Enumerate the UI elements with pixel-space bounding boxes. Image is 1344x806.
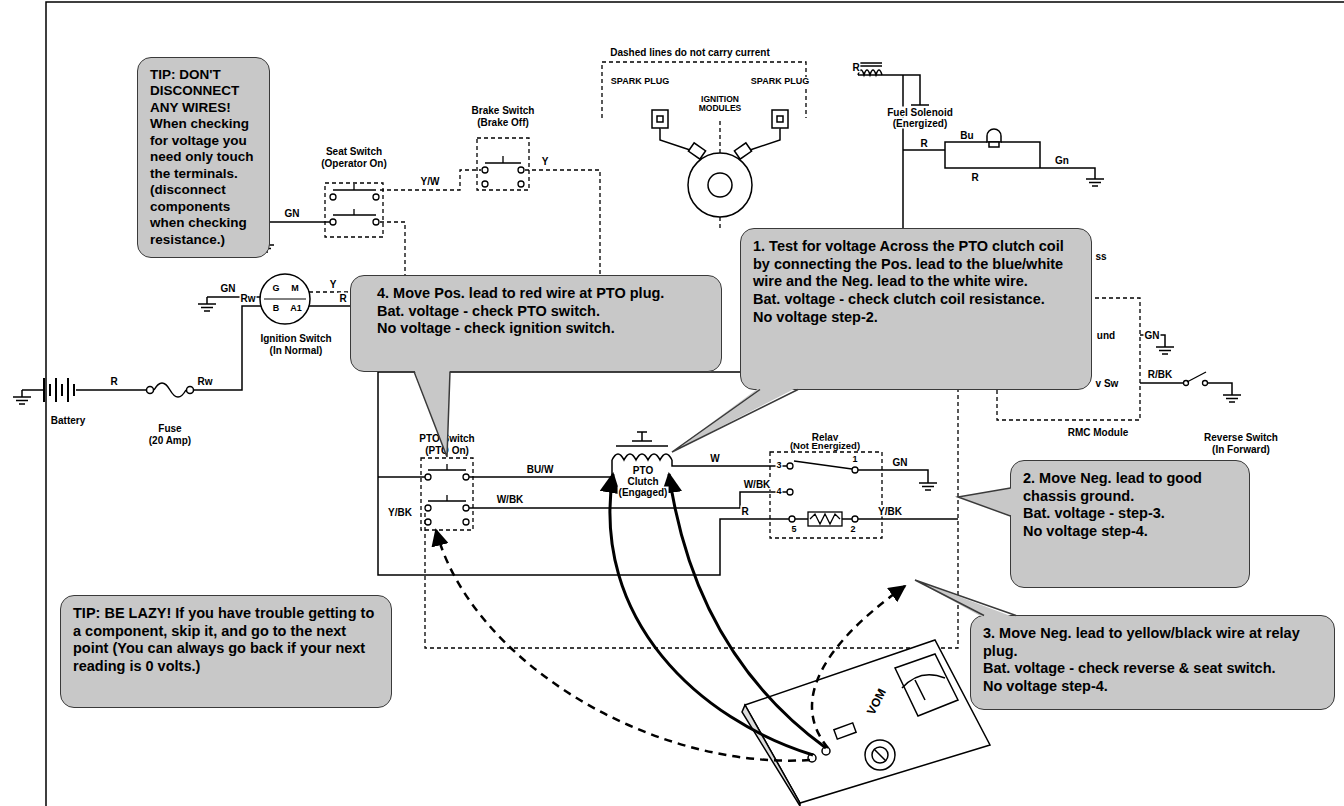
- wire-label: Rw: [197, 376, 214, 387]
- callout-text: No voltage - check ignition switch.: [377, 320, 709, 338]
- wire-label: W/BK: [496, 494, 525, 505]
- pto-clutch-coil: [612, 432, 672, 460]
- wire-label: Y: [329, 279, 338, 290]
- wire-label: Y/BK: [877, 506, 903, 517]
- callout-text: No voltage step-4.: [1023, 523, 1237, 541]
- wire-label: R: [338, 293, 347, 304]
- callout-box: 1. Test for voltage Across the PTO clutc…: [740, 228, 1092, 390]
- wire-label: PTO: [632, 465, 654, 476]
- callout-text: TIP: BE LAZY! If you have trouble gettin…: [73, 605, 379, 676]
- callout-text: 2. Move Neg. lead to good chassis ground…: [1023, 470, 1237, 505]
- wire-label: Rw: [240, 293, 257, 304]
- wire-label: Dashed lines do not carry current: [609, 47, 771, 58]
- wire-label: SPARK PLUG: [610, 77, 670, 87]
- wire-label: B: [272, 304, 281, 314]
- wire-label: GN: [284, 208, 301, 219]
- wire-label: PTO Switch: [418, 433, 475, 444]
- fuel-solenoid: [858, 63, 882, 75]
- wire-label: 4: [775, 487, 782, 497]
- wire-label: (Energized): [892, 118, 948, 129]
- lamp-symbol: [987, 129, 1001, 147]
- wire-label: R: [740, 506, 749, 517]
- callout-text: TIP: DON'T DISCONNECT ANY WIRES! When ch…: [150, 67, 257, 248]
- callout-text: 3. Move Neg. lead to yellow/black wire a…: [983, 625, 1322, 660]
- wire-label: Brake Switch: [471, 105, 536, 116]
- meter-leads: [436, 474, 905, 761]
- wire-label: R: [970, 172, 979, 183]
- wire-label: R: [851, 62, 860, 73]
- callout-pointer: [915, 580, 1016, 618]
- wire-label: Y/BK: [387, 507, 413, 518]
- wire-label: Y/W: [420, 176, 441, 187]
- callout-text: 4. Move Pos. lead to red wire at PTO plu…: [377, 285, 709, 303]
- callout-text: Bat. voltage - check clutch coil resista…: [753, 291, 1079, 309]
- wire-label: A1: [289, 304, 303, 314]
- wire-label: Fuel Solenoid: [886, 107, 954, 118]
- battery-symbol: [44, 378, 74, 402]
- wire-label: (Operator On): [320, 158, 388, 169]
- callout-box: TIP: BE LAZY! If you have trouble gettin…: [60, 595, 392, 708]
- wire-label: Y: [541, 156, 550, 167]
- wire-label: RMC Module: [1067, 427, 1130, 438]
- wire-label: Battery: [50, 415, 86, 426]
- wire-label: 2: [849, 525, 856, 535]
- wire-label: SPARK PLUG: [750, 77, 810, 87]
- callout-text: Bat. voltage - check reverse & seat swit…: [983, 660, 1322, 678]
- callout-box: TIP: DON'T DISCONNECT ANY WIRES! When ch…: [137, 57, 270, 258]
- callout-text: 1. Test for voltage Across the PTO clutc…: [753, 238, 1079, 291]
- callout-box: 4. Move Pos. lead to red wire at PTO plu…: [350, 275, 722, 372]
- vom-meter: [742, 640, 990, 806]
- wire-label: GN: [220, 283, 237, 294]
- callout-pointer: [958, 488, 1013, 516]
- wire-label: R: [919, 138, 928, 149]
- wire-label: Gn: [1054, 155, 1070, 166]
- callout-text: No voltage step-2.: [753, 309, 1079, 327]
- wire-label: (20 Amp): [148, 435, 192, 446]
- ignition-switch: [260, 274, 310, 324]
- wire-label: M: [290, 284, 300, 294]
- callout-pointer: [672, 387, 798, 452]
- callout-pointer-outline: [672, 390, 798, 453]
- wire-label: und: [1096, 330, 1116, 341]
- wire-label: Clutch: [626, 476, 659, 487]
- wire-label: (Brake Off): [476, 117, 530, 128]
- wire-label: G: [271, 284, 280, 294]
- callout-text: No voltage step-4.: [983, 678, 1322, 696]
- wire-label: BU/W: [526, 464, 555, 475]
- wire-label: (In Forward): [1211, 444, 1271, 455]
- callout-pointer-outline: [958, 488, 1011, 516]
- wire-label: W: [709, 453, 720, 464]
- callout-text: Bat. voltage - check PTO switch.: [377, 303, 709, 321]
- callout-box: 3. Move Neg. lead to yellow/black wire a…: [970, 615, 1335, 710]
- wire-label: Ignition Switch: [259, 333, 332, 344]
- wire-label: GN: [1144, 330, 1161, 341]
- wire-label: (PTO On): [424, 445, 470, 456]
- wire-label: GN: [892, 457, 909, 468]
- wire-label: (Not Energized): [789, 441, 861, 451]
- wire-label: v Sw: [1095, 378, 1120, 389]
- callout-pointer-outline: [915, 580, 1016, 616]
- callout-text: Bat. voltage - step-3.: [1023, 505, 1237, 523]
- wire-label: Seat Switch: [325, 146, 383, 157]
- fuse-symbol: [147, 383, 194, 397]
- wire-label: Bu: [959, 130, 974, 141]
- wire-label: IGNITION MODULES: [689, 95, 751, 114]
- wire-label: Fuse: [157, 423, 182, 434]
- wire-label: 5: [790, 525, 797, 535]
- wire-label: W/BK: [743, 479, 772, 490]
- wire-label: ss: [1094, 251, 1107, 262]
- wire-label: 3: [775, 461, 782, 471]
- callout-box: 2. Move Neg. lead to good chassis ground…: [1010, 460, 1250, 588]
- wire-label: R/BK: [1147, 369, 1173, 380]
- frame: [46, 2, 1344, 806]
- wire-label: 1: [851, 455, 858, 465]
- ignition-modules: [652, 110, 788, 217]
- wire-label: (Engaged): [618, 487, 669, 498]
- wire-label: Reverse Switch: [1203, 432, 1279, 443]
- wire-label: (In Normal): [269, 345, 324, 356]
- wire-label: R: [109, 376, 118, 387]
